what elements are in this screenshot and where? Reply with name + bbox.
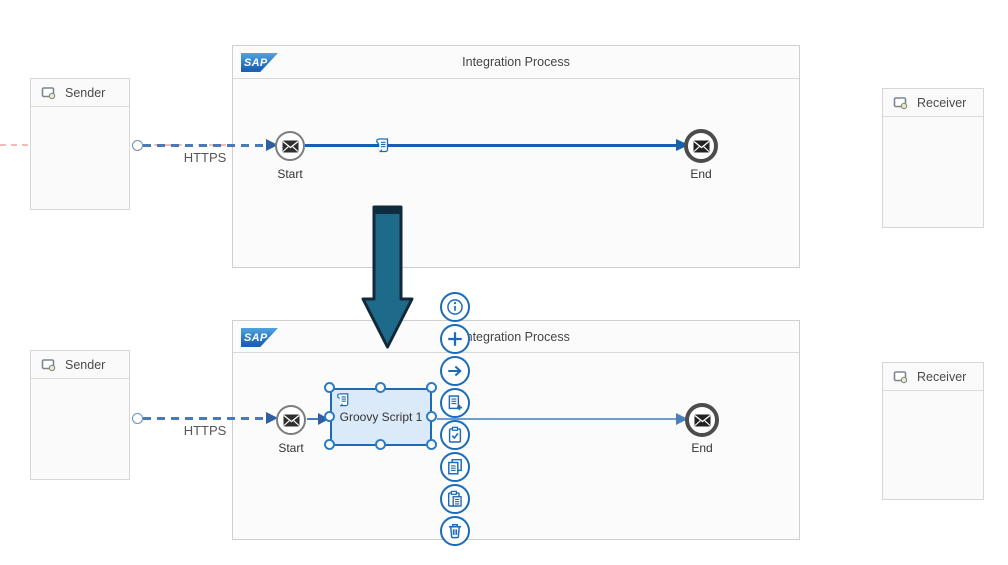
message-envelope-icon xyxy=(283,414,300,427)
end-event-bottom[interactable] xyxy=(685,403,719,437)
end-event-top[interactable] xyxy=(684,129,718,163)
transition-down-arrow xyxy=(358,205,416,351)
start-event-bottom[interactable] xyxy=(276,405,306,435)
script-icon[interactable] xyxy=(374,137,392,154)
https-connection-line-bottom[interactable] xyxy=(143,417,266,420)
selection-handle[interactable] xyxy=(426,411,437,422)
copy-button[interactable] xyxy=(440,452,470,482)
receiver-label: Receiver xyxy=(917,95,967,110)
process-title: Integration Process xyxy=(462,329,570,344)
delete-button[interactable] xyxy=(440,516,470,546)
selection-handle[interactable] xyxy=(324,382,335,393)
connection-arrowhead xyxy=(266,412,278,424)
system-icon xyxy=(893,95,908,110)
process-header: SAP Integration Process xyxy=(233,321,799,353)
system-icon xyxy=(41,85,56,100)
selection-handle[interactable] xyxy=(324,411,335,422)
step-label: Groovy Script 1 xyxy=(339,410,423,424)
sender-participant-bottom[interactable]: Sender xyxy=(30,350,130,480)
system-icon xyxy=(41,357,56,372)
sequence-flow-arrowhead xyxy=(318,413,329,425)
selection-handle[interactable] xyxy=(426,439,437,450)
receiver-participant-top[interactable]: Receiver xyxy=(882,88,984,228)
process-title: Integration Process xyxy=(462,55,570,69)
https-adapter-label: HTTPS xyxy=(183,423,227,438)
connector-button[interactable] xyxy=(440,356,470,386)
integration-process-pool-top[interactable]: SAP Integration Process xyxy=(232,45,800,268)
selection-handle[interactable] xyxy=(375,439,386,450)
sender-label: Sender xyxy=(65,85,106,100)
message-envelope-icon xyxy=(282,140,299,153)
start-event-label: Start xyxy=(277,167,303,181)
start-event-label: Start xyxy=(278,441,304,455)
sequence-flow-line-bottom[interactable] xyxy=(437,418,679,420)
sender-label: Sender xyxy=(65,357,106,372)
sequence-flow-line-start-to-step[interactable] xyxy=(307,418,321,420)
validate-button[interactable] xyxy=(440,420,470,450)
https-connection-line-top[interactable] xyxy=(143,144,266,147)
add-script-button[interactable] xyxy=(440,388,470,418)
process-header: SAP Integration Process xyxy=(233,46,799,79)
message-envelope-icon xyxy=(693,140,710,153)
connection-endpoint-dot[interactable] xyxy=(132,140,143,151)
groovy-script-step[interactable]: Groovy Script 1 xyxy=(330,388,432,446)
system-icon xyxy=(893,369,908,384)
selection-handle[interactable] xyxy=(426,382,437,393)
connection-endpoint-dot[interactable] xyxy=(132,413,143,424)
info-button[interactable] xyxy=(440,292,470,322)
paste-button[interactable] xyxy=(440,484,470,514)
end-event-label: End xyxy=(690,167,712,181)
receiver-label: Receiver xyxy=(917,369,967,384)
add-button[interactable] xyxy=(440,324,470,354)
selection-handle[interactable] xyxy=(375,382,386,393)
script-icon xyxy=(335,392,352,408)
start-event-top[interactable] xyxy=(275,131,305,161)
message-envelope-icon xyxy=(694,414,711,427)
selection-handle[interactable] xyxy=(324,439,335,450)
end-event-label: End xyxy=(691,441,713,455)
https-adapter-label: HTTPS xyxy=(183,150,227,165)
sequence-flow-line-top[interactable] xyxy=(305,144,679,147)
receiver-participant-bottom[interactable]: Receiver xyxy=(882,362,984,500)
sender-participant-top[interactable]: Sender xyxy=(30,78,130,210)
